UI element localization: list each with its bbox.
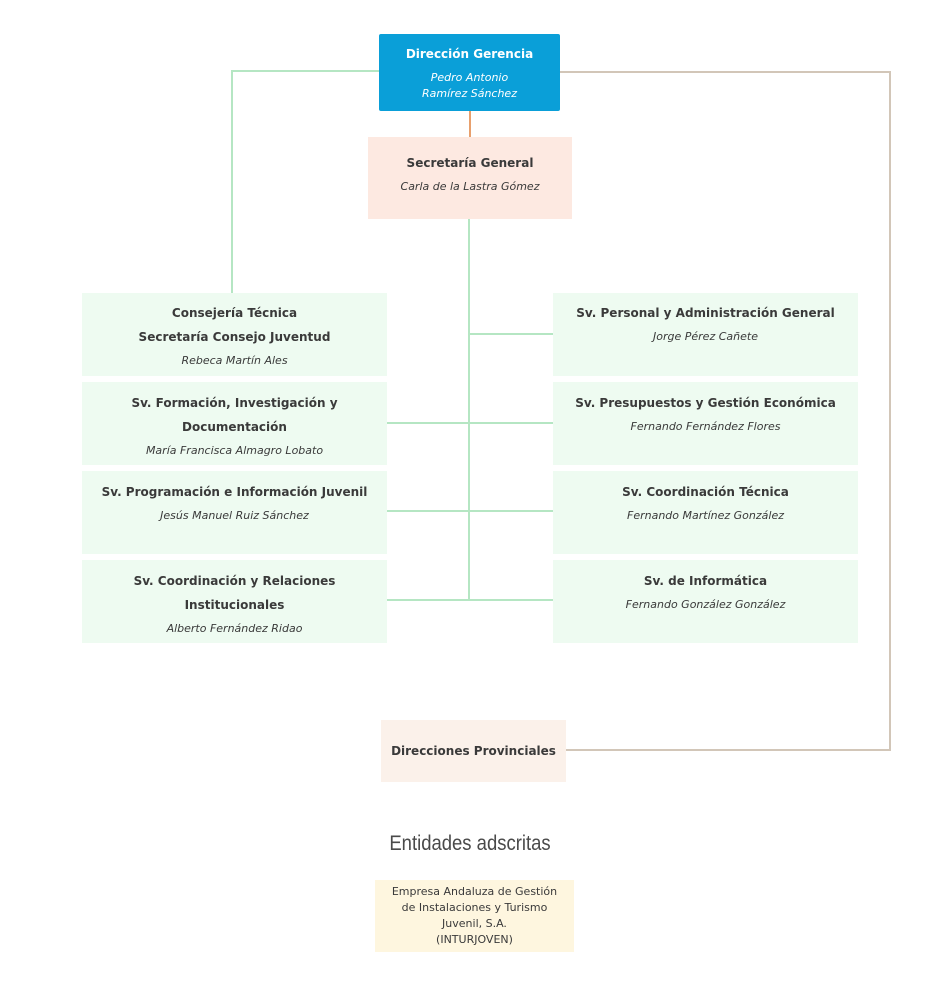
unit-coordinacion-tecnica[interactable]: Sv. Coordinación Técnica Fernando Martín… — [553, 471, 858, 554]
connector-green-row-3 — [387, 510, 553, 512]
connector-green-left-vertical — [231, 70, 233, 293]
direccion-title: Dirección Gerencia — [405, 47, 534, 61]
unit-head-name: Rebeca Martín Ales — [181, 354, 288, 367]
unit-title: Consejería Técnica — [171, 306, 298, 320]
unit-title: Sv. Coordinación y Relaciones Institucio… — [133, 574, 336, 612]
connector-orange-dir-sec — [469, 111, 471, 137]
unit-title-2: Secretaría Consejo Juventud — [138, 330, 331, 344]
unit-personal-administracion[interactable]: Sv. Personal y Administración General Jo… — [553, 293, 858, 376]
unit-informatica[interactable]: Sv. de Informática Fernando González Gon… — [553, 560, 858, 643]
unit-head-name: Jesús Manuel Ruiz Sánchez — [160, 509, 309, 522]
unit-head-name: Fernando González González — [625, 598, 786, 611]
unit-title: Sv. Programación e Información Juvenil — [101, 485, 368, 499]
direccion-name-line2: Ramírez Sánchez — [422, 87, 517, 100]
connector-green-trunk — [468, 219, 470, 601]
unit-title: Sv. Personal y Administración General — [576, 306, 835, 320]
connector-green-right-1 — [469, 333, 553, 335]
unit-coordinacion-relaciones[interactable]: Sv. Coordinación y Relaciones Institucio… — [82, 560, 387, 643]
connector-tan-to-provincial — [566, 749, 891, 751]
unit-head-name: Alberto Fernández Ridao — [166, 622, 303, 635]
connector-tan-right-vertical — [889, 71, 891, 751]
direccion-name-line1: Pedro Antonio — [430, 71, 509, 84]
unit-title: Sv. de Informática — [643, 574, 768, 588]
connector-green-row-4 — [387, 599, 553, 601]
direccion-gerencia-box[interactable]: Dirección Gerencia Pedro Antonio Ramírez… — [379, 34, 560, 111]
unit-formacion[interactable]: Sv. Formación, Investigación y Documenta… — [82, 382, 387, 465]
direcciones-provinciales-box[interactable]: Direcciones Provinciales — [381, 720, 566, 782]
entidad-line-3: Juvenil, S.A. — [442, 917, 507, 930]
entidad-line-4: (INTURJOVEN) — [436, 933, 513, 946]
unit-head-name: Fernando Martínez González — [627, 509, 784, 522]
unit-title: Sv. Coordinación Técnica — [622, 485, 789, 499]
entidad-line-2: de Instalaciones y Turismo — [401, 901, 548, 914]
unit-title: Sv. Presupuestos y Gestión Económica — [575, 396, 836, 410]
unit-title: Sv. Formación, Investigación y Documenta… — [131, 396, 338, 434]
secretaria-name: Carla de la Lastra Gómez — [400, 180, 540, 193]
unit-consejeria-tecnica[interactable]: Consejería Técnica Secretaría Consejo Ju… — [82, 293, 387, 376]
connector-green-dir-left — [231, 70, 379, 72]
unit-head-name: Jorge Pérez Cañete — [653, 330, 758, 343]
secretaria-general-box[interactable]: Secretaría General Carla de la Lastra Gó… — [368, 137, 572, 219]
entidad-inturjoven-box[interactable]: Empresa Andaluza de Gestión de Instalaci… — [375, 880, 574, 952]
unit-head-name: Fernando Fernández Flores — [630, 420, 781, 433]
unit-head-name: María Francisca Almagro Lobato — [145, 444, 324, 457]
provincial-title: Direcciones Provinciales — [391, 744, 556, 758]
secretaria-title: Secretaría General — [406, 156, 534, 170]
connector-green-row-2 — [387, 422, 553, 424]
unit-programacion[interactable]: Sv. Programación e Información Juvenil J… — [82, 471, 387, 554]
entidad-line-1: Empresa Andaluza de Gestión — [391, 885, 558, 898]
connector-tan-dir-right — [560, 71, 891, 73]
unit-presupuestos[interactable]: Sv. Presupuestos y Gestión Económica Fer… — [553, 382, 858, 465]
entidades-heading: Entidades adscritas — [389, 832, 551, 855]
